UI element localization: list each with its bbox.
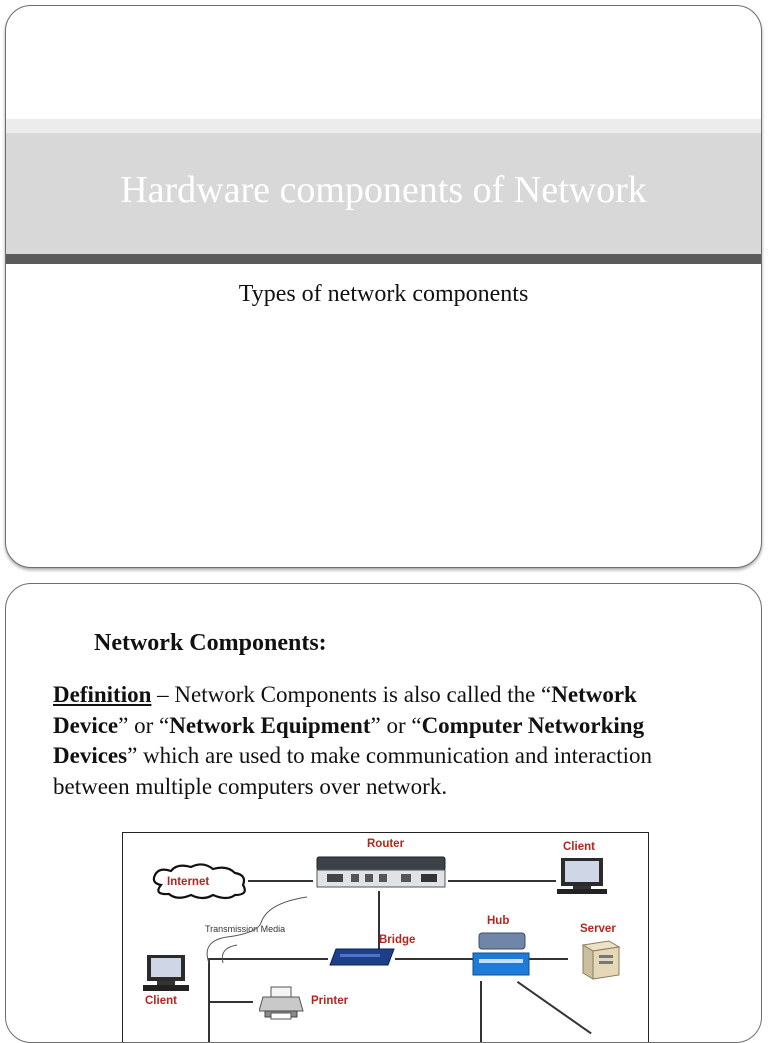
definition-paragraph: Definition – Network Components is also … xyxy=(53,680,713,802)
bridge-label: Bridge xyxy=(379,934,416,946)
router-icon xyxy=(316,856,446,888)
line-printer xyxy=(208,1001,253,1003)
line-internet-router xyxy=(248,880,313,882)
band-highlight xyxy=(6,119,761,133)
client-top-label: Client xyxy=(563,841,595,853)
term-network-device: Network Device xyxy=(53,682,637,738)
printer-label: Printer xyxy=(311,995,349,1007)
line-router-client xyxy=(448,880,556,882)
client-left-computer-icon xyxy=(143,955,189,991)
definition-text-2: ” or “ xyxy=(118,712,170,738)
internet-label: Internet xyxy=(167,876,210,888)
bridge-icon xyxy=(329,948,395,966)
band-main: Hardware components of Network xyxy=(6,133,761,254)
server-label: Server xyxy=(580,923,616,935)
network-diagram: Internet Router Client Transmission Medi… xyxy=(122,832,649,1042)
internet-cloud-icon xyxy=(152,863,246,900)
transmission-media-curve xyxy=(206,896,308,964)
slide-title: Hardware components of Network xyxy=(120,168,647,211)
definition-text-1: – Network Components is also called the … xyxy=(151,682,552,707)
server-icon xyxy=(581,940,621,980)
line-hub-server xyxy=(528,958,568,960)
band-shadow xyxy=(6,254,761,264)
hub-label: Hub xyxy=(487,915,510,927)
line-hub-diag xyxy=(517,981,592,1034)
title-slide: Hardware components of Network Types of … xyxy=(5,5,762,568)
line-router-bridge xyxy=(378,891,380,959)
line-bridge-hub xyxy=(395,958,475,960)
definition-label: Definition xyxy=(53,682,152,707)
title-band: Hardware components of Network xyxy=(6,119,761,268)
line-backbone xyxy=(208,958,210,1042)
line-hub-down xyxy=(480,981,482,1042)
client-computer-icon xyxy=(557,858,607,894)
transmission-media-label: Transmission Media xyxy=(205,924,286,934)
printer-icon xyxy=(259,986,304,1020)
content-slide: Network Components: Definition – Network… xyxy=(5,583,762,1043)
client-left-label: Client xyxy=(145,995,177,1007)
section-heading: Network Components: xyxy=(94,630,327,656)
line-backbone-bridge xyxy=(208,958,328,960)
definition-text-4: ” which are used to make communication a… xyxy=(53,743,653,799)
slide-subtitle: Types of network components xyxy=(238,281,529,307)
router-label: Router xyxy=(367,838,405,850)
hub-icon xyxy=(472,932,530,976)
term-computer-networking-devices: Computer Networking Devices xyxy=(53,712,645,769)
term-network-equipment: Network Equipment xyxy=(169,712,371,738)
definition-text-3: ” or “ xyxy=(370,712,422,738)
